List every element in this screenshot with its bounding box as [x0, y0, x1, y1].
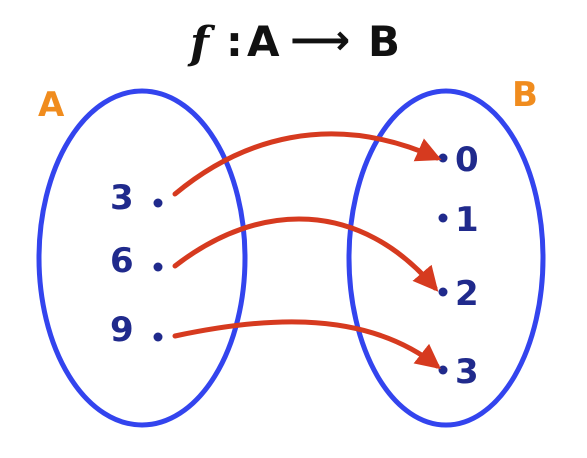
- set-a-elements: 3 6 9: [110, 178, 163, 350]
- title-colon: :: [226, 17, 243, 66]
- set-a-ellipse: [36, 88, 248, 428]
- title-codomain: B: [368, 17, 400, 66]
- set-a-label: A: [38, 85, 65, 125]
- mapping-arrow-6-to-2: [172, 216, 439, 292]
- title-function-symbol: f: [187, 18, 216, 69]
- set-a-point: [153, 332, 163, 342]
- mapping-arrow-3-to-0: [172, 131, 442, 197]
- mapping-arrows: [172, 131, 442, 370]
- mapping-arrow-9-to-3: [172, 319, 441, 370]
- set-b-ellipse: [346, 88, 546, 428]
- set-a-point: [153, 198, 163, 208]
- set-b-point: [438, 153, 448, 163]
- set-b-point: [438, 213, 448, 223]
- set-b-elements: 0 1 2 3: [438, 140, 479, 392]
- set-b-element: 2: [455, 274, 479, 314]
- set-a-point: [153, 262, 163, 272]
- diagram-title: f : A ⟶ B: [187, 15, 400, 69]
- set-b-point: [438, 287, 448, 297]
- set-b-element: 3: [455, 352, 479, 392]
- set-a-element: 6: [110, 241, 134, 281]
- set-b-element: 0: [455, 140, 479, 180]
- title-domain: A: [247, 17, 280, 66]
- title-arrow: ⟶: [290, 15, 350, 64]
- set-b-element: 1: [455, 200, 479, 240]
- set-b-point: [438, 365, 448, 375]
- set-b-label: B: [512, 75, 538, 115]
- set-a-element: 9: [110, 310, 134, 350]
- set-a-element: 3: [110, 178, 134, 218]
